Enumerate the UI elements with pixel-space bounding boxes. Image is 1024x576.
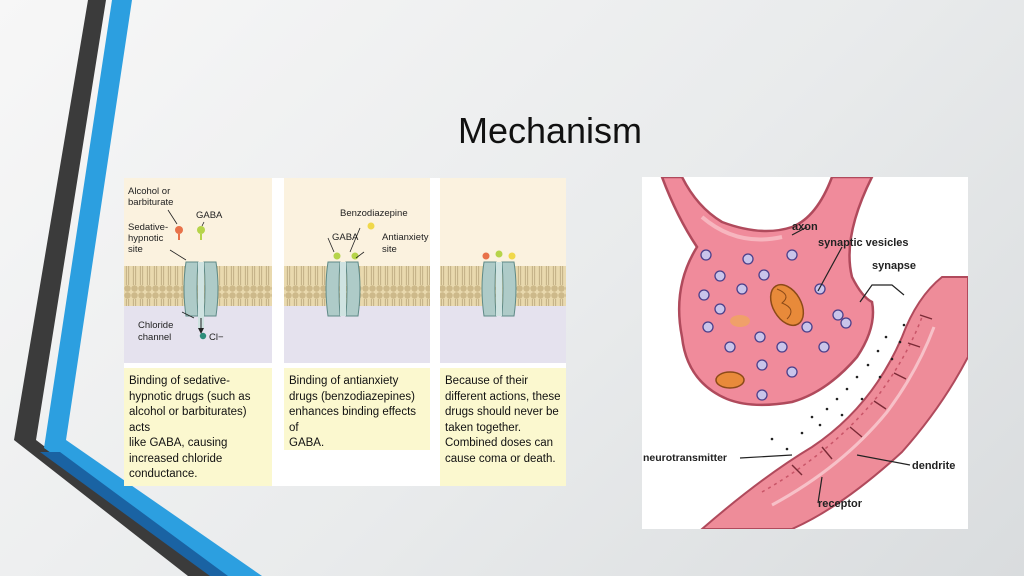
caption-3-line-3: drugs should never be bbox=[445, 406, 559, 418]
label-dendrite: dendrite bbox=[912, 460, 955, 472]
caption-1-line-3: alcohol or barbiturates) acts bbox=[129, 406, 247, 434]
gaba-molecule bbox=[197, 226, 205, 234]
synapse-figure: axon synaptic vesicles synapse neurotran… bbox=[642, 175, 969, 530]
synaptic-vesicles bbox=[698, 249, 852, 401]
label-ion: Cl− bbox=[209, 332, 224, 343]
caption-panel-2: Binding of antianxiety drugs (benzodiaze… bbox=[284, 368, 430, 450]
receptor-ticks bbox=[791, 314, 933, 476]
synapse-illustration: axon synaptic vesicles synapse neurotran… bbox=[643, 175, 969, 530]
label-site-2: hypnotic bbox=[128, 233, 164, 244]
caption-panel-1: Binding of sedative- hypnotic drugs (suc… bbox=[124, 368, 272, 486]
caption-1-line-4: like GABA, causing bbox=[129, 437, 228, 449]
label-neurotransmitter: neurotransmitter bbox=[643, 452, 727, 464]
neurotransmitter-dots bbox=[770, 323, 906, 451]
caption-2-line-3: enhances binding effects of bbox=[289, 406, 417, 434]
leader-lines bbox=[739, 226, 911, 504]
nucleus-blob bbox=[730, 315, 750, 327]
mitochondrion-2 bbox=[715, 371, 745, 389]
label-site-1: Sedative- bbox=[128, 222, 168, 233]
caption-1-line-5: increased chloride bbox=[129, 452, 223, 465]
caption-2-line-2: drugs (benzodiazepines) bbox=[289, 390, 415, 403]
caption-3-line-5: Combined doses can bbox=[445, 437, 554, 449]
label-synaptic-vesicles: synaptic vesicles bbox=[818, 237, 909, 249]
caption-3-line-6: cause coma or death. bbox=[445, 452, 556, 465]
label-benzodiazepine: Benzodiazepine bbox=[340, 208, 408, 219]
accent-stripe-blue bbox=[44, 0, 262, 576]
caption-3-line-1: Because of their bbox=[445, 375, 529, 387]
caption-3-line-4: taken together. bbox=[445, 421, 522, 434]
label-axon: axon bbox=[792, 221, 818, 233]
gaba-binding-figure: Alcohol or barbiturate GABA Sedative- hy… bbox=[124, 178, 566, 486]
caption-2-line-1: Binding of antianxiety bbox=[289, 375, 399, 387]
label-channel-1: Chloride bbox=[138, 320, 173, 331]
slide-title: Mechanism bbox=[457, 110, 643, 151]
label-alcohol-2: barbiturate bbox=[128, 197, 173, 208]
label-site-3: site bbox=[128, 244, 143, 255]
caption-1-line-6: conductance. bbox=[129, 468, 198, 480]
dendrite-shape bbox=[699, 276, 969, 530]
label-receptor: receptor bbox=[818, 498, 863, 510]
chloride-ion bbox=[199, 332, 207, 340]
label-alcohol-1: Alcohol or bbox=[128, 186, 170, 197]
axon-terminal bbox=[660, 175, 875, 407]
label-channel-2: channel bbox=[138, 332, 171, 343]
label-synapse: synapse bbox=[872, 260, 916, 272]
label-gaba-2: GABA bbox=[332, 232, 359, 243]
caption-1-line-1: Binding of sedative- bbox=[129, 375, 231, 387]
caption-1-line-2: hypnotic drugs (such as bbox=[129, 390, 251, 403]
label-antianxiety-2: site bbox=[382, 244, 397, 255]
panel-1-drawing: Alcohol or barbiturate GABA Sedative- hy… bbox=[124, 178, 272, 363]
alcohol-molecule bbox=[175, 226, 183, 234]
accent-stripe-navy bbox=[40, 452, 228, 576]
accent-stripe-dark bbox=[14, 0, 216, 576]
chloride-channel bbox=[183, 261, 199, 317]
membrane-illustration: Alcohol or barbiturate GABA Sedative- hy… bbox=[124, 178, 566, 363]
benzodiazepine-molecule bbox=[367, 222, 375, 230]
label-gaba: GABA bbox=[196, 210, 223, 221]
caption-panel-3: Because of their different actions, thes… bbox=[440, 368, 566, 486]
caption-3-line-2: different actions, these bbox=[445, 390, 561, 403]
panel-2-drawing: Benzodiazepine GABA Antianxiety site bbox=[284, 178, 430, 363]
label-antianxiety-1: Antianxiety bbox=[382, 232, 429, 243]
caption-2-line-4: GABA. bbox=[289, 437, 325, 449]
panel-3-drawing bbox=[440, 178, 566, 363]
